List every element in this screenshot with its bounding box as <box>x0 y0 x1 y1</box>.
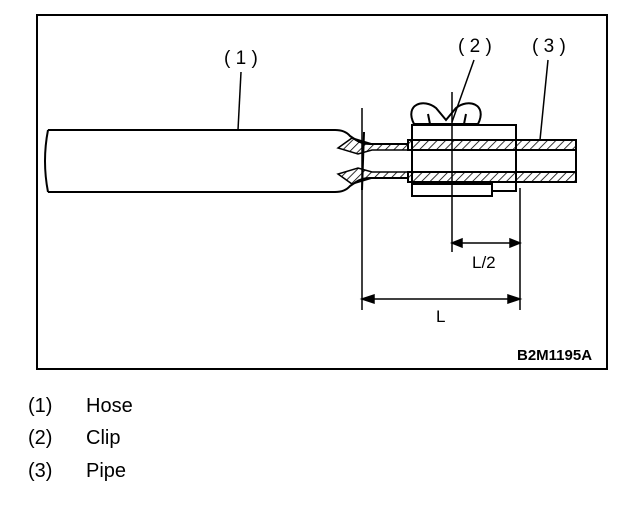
hose-wall-bottom <box>336 167 409 185</box>
pipe <box>407 139 577 183</box>
figure-code: B2M1195A <box>517 347 592 364</box>
dimension-half-length: L/2 <box>472 253 496 272</box>
legend-item-pipe: (3) Pipe <box>28 460 126 483</box>
legend-item-clip: (2) Clip <box>28 427 120 450</box>
reference-lines <box>361 92 521 310</box>
leader-lines <box>237 59 549 141</box>
legend-number: (1) <box>28 395 53 417</box>
legend-number: (2) <box>28 427 53 449</box>
legend-label: Pipe <box>86 460 127 482</box>
legend-number: (3) <box>28 460 53 482</box>
hose-wall-top <box>336 137 409 155</box>
callout-pipe: ( 3 ) <box>532 36 566 57</box>
callout-hose: ( 1 ) <box>224 48 258 69</box>
legend-label: Hose <box>86 395 133 417</box>
figure-frame <box>36 14 608 370</box>
legend-label: Clip <box>86 427 121 449</box>
dimension-lines <box>359 237 523 305</box>
callout-clip: ( 2 ) <box>458 36 492 57</box>
dimension-length: L <box>436 307 445 326</box>
legend-item-hose: (1) Hose <box>28 395 133 418</box>
